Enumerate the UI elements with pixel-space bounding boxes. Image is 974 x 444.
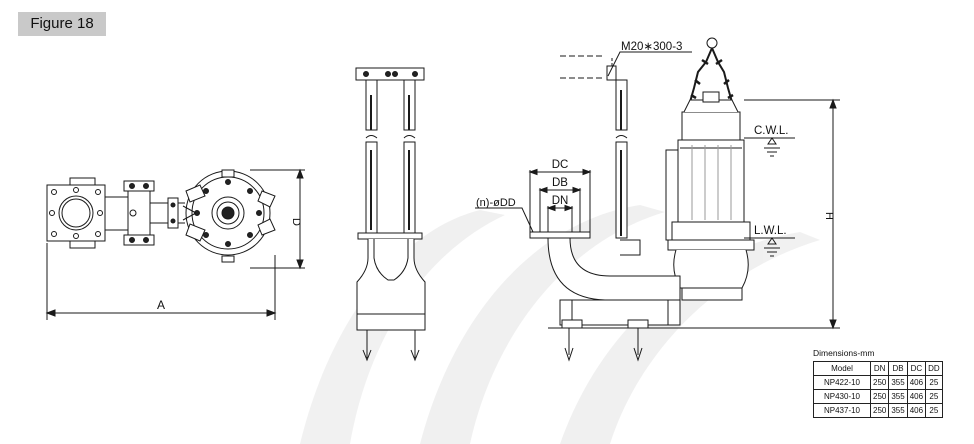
dim-dc-label: DC <box>552 159 569 171</box>
water-levels: C.W.L. L.W.L. <box>744 125 795 257</box>
column-header: DB <box>888 361 908 376</box>
dim-dn-label: DN <box>552 195 569 207</box>
figure-label: Figure 18 <box>18 12 106 36</box>
table-cell: 25 <box>925 403 943 418</box>
table-cell: 355 <box>888 389 908 404</box>
dimensions-table-title: Dimensions-mm <box>813 348 875 358</box>
dim-d-label: D <box>290 218 302 226</box>
table-cell: 406 <box>906 375 927 390</box>
dim-h-label: H <box>823 212 835 220</box>
dimension-a: A <box>45 243 277 320</box>
table-cell: NP430-10 <box>813 389 871 404</box>
table-cell: 355 <box>888 375 908 390</box>
table-row: NP422-10 250 355 406 25 <box>813 375 943 390</box>
cwl-label: C.W.L. <box>754 125 789 137</box>
table-cell: 25 <box>925 389 943 404</box>
bolt-holes-label: (n)-øDD <box>476 197 516 209</box>
anchor-bolt-label: M20∗300-3 <box>621 41 682 53</box>
table-cell: 250 <box>869 389 890 404</box>
dimensions-table: Model DN DB DC DD NP422-10 250 355 406 2… <box>813 361 943 418</box>
table-cell: NP422-10 <box>813 375 871 390</box>
flange-bolt-holes <box>49 187 103 239</box>
table-cell: NP437-10 <box>813 403 871 418</box>
plan-view <box>46 169 276 263</box>
column-header: DD <box>925 361 943 376</box>
table-header-row: Model DN DB DC DD <box>813 361 943 376</box>
dimension-h: H <box>744 98 840 330</box>
motor-bolts <box>194 179 262 247</box>
flange-dimensions: DC DB DN (n)-øDD <box>475 159 592 233</box>
table-row: NP437-10 250 355 406 25 <box>813 403 943 418</box>
elevation-anchor-bolts <box>564 328 643 362</box>
dimension-d: D <box>250 168 305 270</box>
guide-rails <box>365 79 416 235</box>
dim-db-label: DB <box>552 177 568 189</box>
table-cell: 250 <box>869 375 890 390</box>
column-header: DN <box>869 361 890 376</box>
table-row: NP430-10 250 355 406 25 <box>813 389 943 404</box>
table-cell: 25 <box>925 375 943 390</box>
lifting-chain <box>689 37 734 103</box>
column-header: Model <box>813 361 871 376</box>
lwl-label: L.W.L. <box>754 225 787 237</box>
dim-a-label: A <box>157 298 165 312</box>
column-header: DC <box>906 361 927 376</box>
elevation-view <box>529 37 840 362</box>
table-cell: 406 <box>906 389 927 404</box>
anchor-bolts <box>362 330 420 362</box>
table-cell: 406 <box>906 403 927 418</box>
table-cell: 355 <box>888 403 908 418</box>
side-view <box>355 67 426 362</box>
anchor-bolt-callout: M20∗300-3 <box>560 41 692 79</box>
watermark-swooshes <box>300 205 820 444</box>
table-cell: 250 <box>869 403 890 418</box>
